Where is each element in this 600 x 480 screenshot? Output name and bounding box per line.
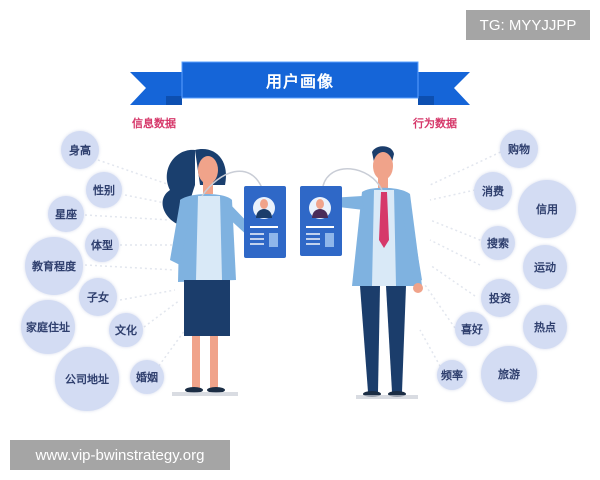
behavior-bubble-consumption: 消费 xyxy=(474,172,512,210)
behavior-bubble-shopping: 购物 xyxy=(500,130,538,168)
info-bubble-gender: 性别 xyxy=(86,172,122,208)
info-bubble-education: 教育程度 xyxy=(25,237,83,295)
info-bubble-children: 子女 xyxy=(79,278,117,316)
man-figure-illustration xyxy=(300,146,423,399)
behavior-bubble-investment: 投资 xyxy=(481,279,519,317)
behavior-bubble-credit: 信用 xyxy=(518,180,576,238)
behavior-bubble-search: 搜索 xyxy=(481,226,515,260)
info-bubble-company-address: 公司地址 xyxy=(55,347,119,411)
behavior-bubble-sports: 运动 xyxy=(523,245,567,289)
behavior-bubble-travel: 旅游 xyxy=(481,346,537,402)
info-bubble-culture: 文化 xyxy=(109,313,143,347)
title-banner: 用户画像 xyxy=(130,60,470,120)
info-data-label: 信息数据 xyxy=(132,117,176,130)
info-bubble-height: 身高 xyxy=(61,131,99,169)
behavior-bubble-preference: 热点 xyxy=(523,305,567,349)
url-watermark: www.vip-bwinstrategy.org xyxy=(10,440,230,470)
info-bubble-home-address: 家庭住址 xyxy=(21,300,75,354)
banner-title: 用户画像 xyxy=(265,72,334,91)
info-bubble-marriage: 婚姻 xyxy=(130,360,164,394)
behavior-bubble-frequency: 频率 xyxy=(437,360,467,390)
info-bubble-zodiac: 星座 xyxy=(48,196,84,232)
info-bubble-body-type: 体型 xyxy=(85,228,119,262)
woman-figure-illustration xyxy=(162,149,286,396)
tg-watermark: TG: MYYJJPP xyxy=(466,10,590,40)
behavior-data-label: 行为数据 xyxy=(413,117,457,130)
ribbon-shape xyxy=(130,61,470,105)
behavior-bubble-hotspot: 喜好 xyxy=(455,312,489,346)
